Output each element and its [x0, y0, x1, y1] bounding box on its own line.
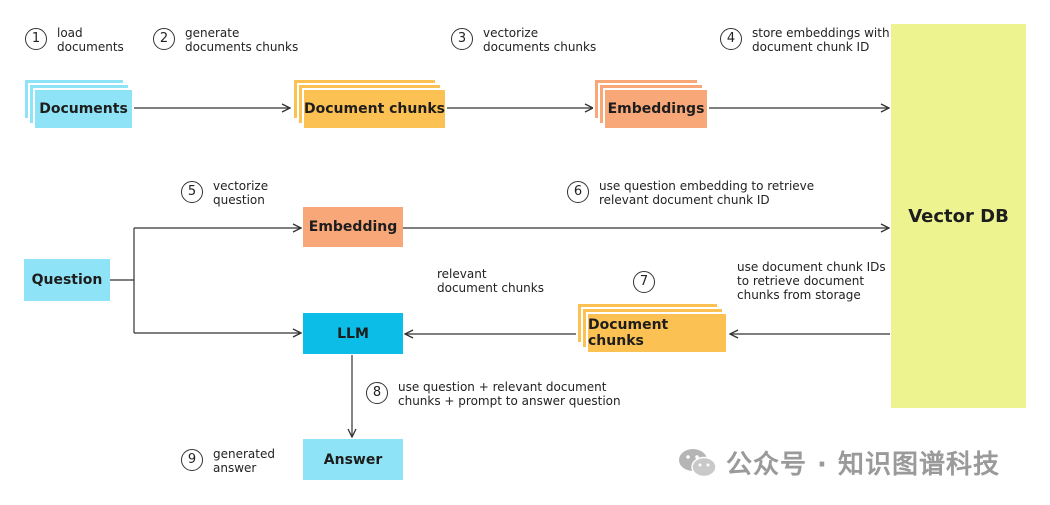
embedding-box: Embedding [303, 207, 403, 247]
wechat-icon [679, 448, 717, 477]
step-number: 5 [181, 181, 203, 203]
step-label: vectorize question [213, 179, 269, 207]
relevant-chunks-label: relevant document chunks [437, 267, 544, 295]
documents-box: Documents [33, 88, 134, 130]
step-label: generate documents chunks [185, 26, 299, 54]
step-number: 7 [633, 271, 655, 293]
step-number: 2 [153, 28, 175, 50]
step-label: use question embedding to retrieve relev… [599, 179, 815, 207]
step-number: 3 [451, 28, 473, 50]
step-number: 9 [181, 449, 203, 471]
retrieve-from-storage-label: use document chunk IDs to retrieve docum… [737, 260, 886, 302]
watermark: 公众号 · 知识图谱科技 [678, 444, 1000, 481]
step-label: vectorize documents chunks [483, 26, 597, 54]
step-number: 6 [567, 181, 589, 203]
step-label: use question + relevant document chunks … [398, 380, 621, 408]
document-chunks-bottom-box: Document chunks [586, 312, 728, 354]
step-label: store embeddings with document chunk ID [752, 26, 890, 54]
document-chunks-box: Document chunks [302, 88, 447, 130]
step-label: load documents [57, 26, 124, 54]
vector-db-box: Vector DB [891, 24, 1026, 408]
step-number: 8 [366, 382, 388, 404]
step-number: 4 [720, 28, 742, 50]
step-label: generated answer [213, 447, 275, 475]
answer-box: Answer [303, 439, 403, 480]
watermark-text: 公众号 · 知识图谱科技 [726, 450, 1000, 480]
embeddings-box: Embeddings [603, 88, 709, 130]
llm-box: LLM [303, 313, 403, 354]
step-number: 1 [25, 28, 47, 50]
question-box: Question [24, 259, 110, 301]
